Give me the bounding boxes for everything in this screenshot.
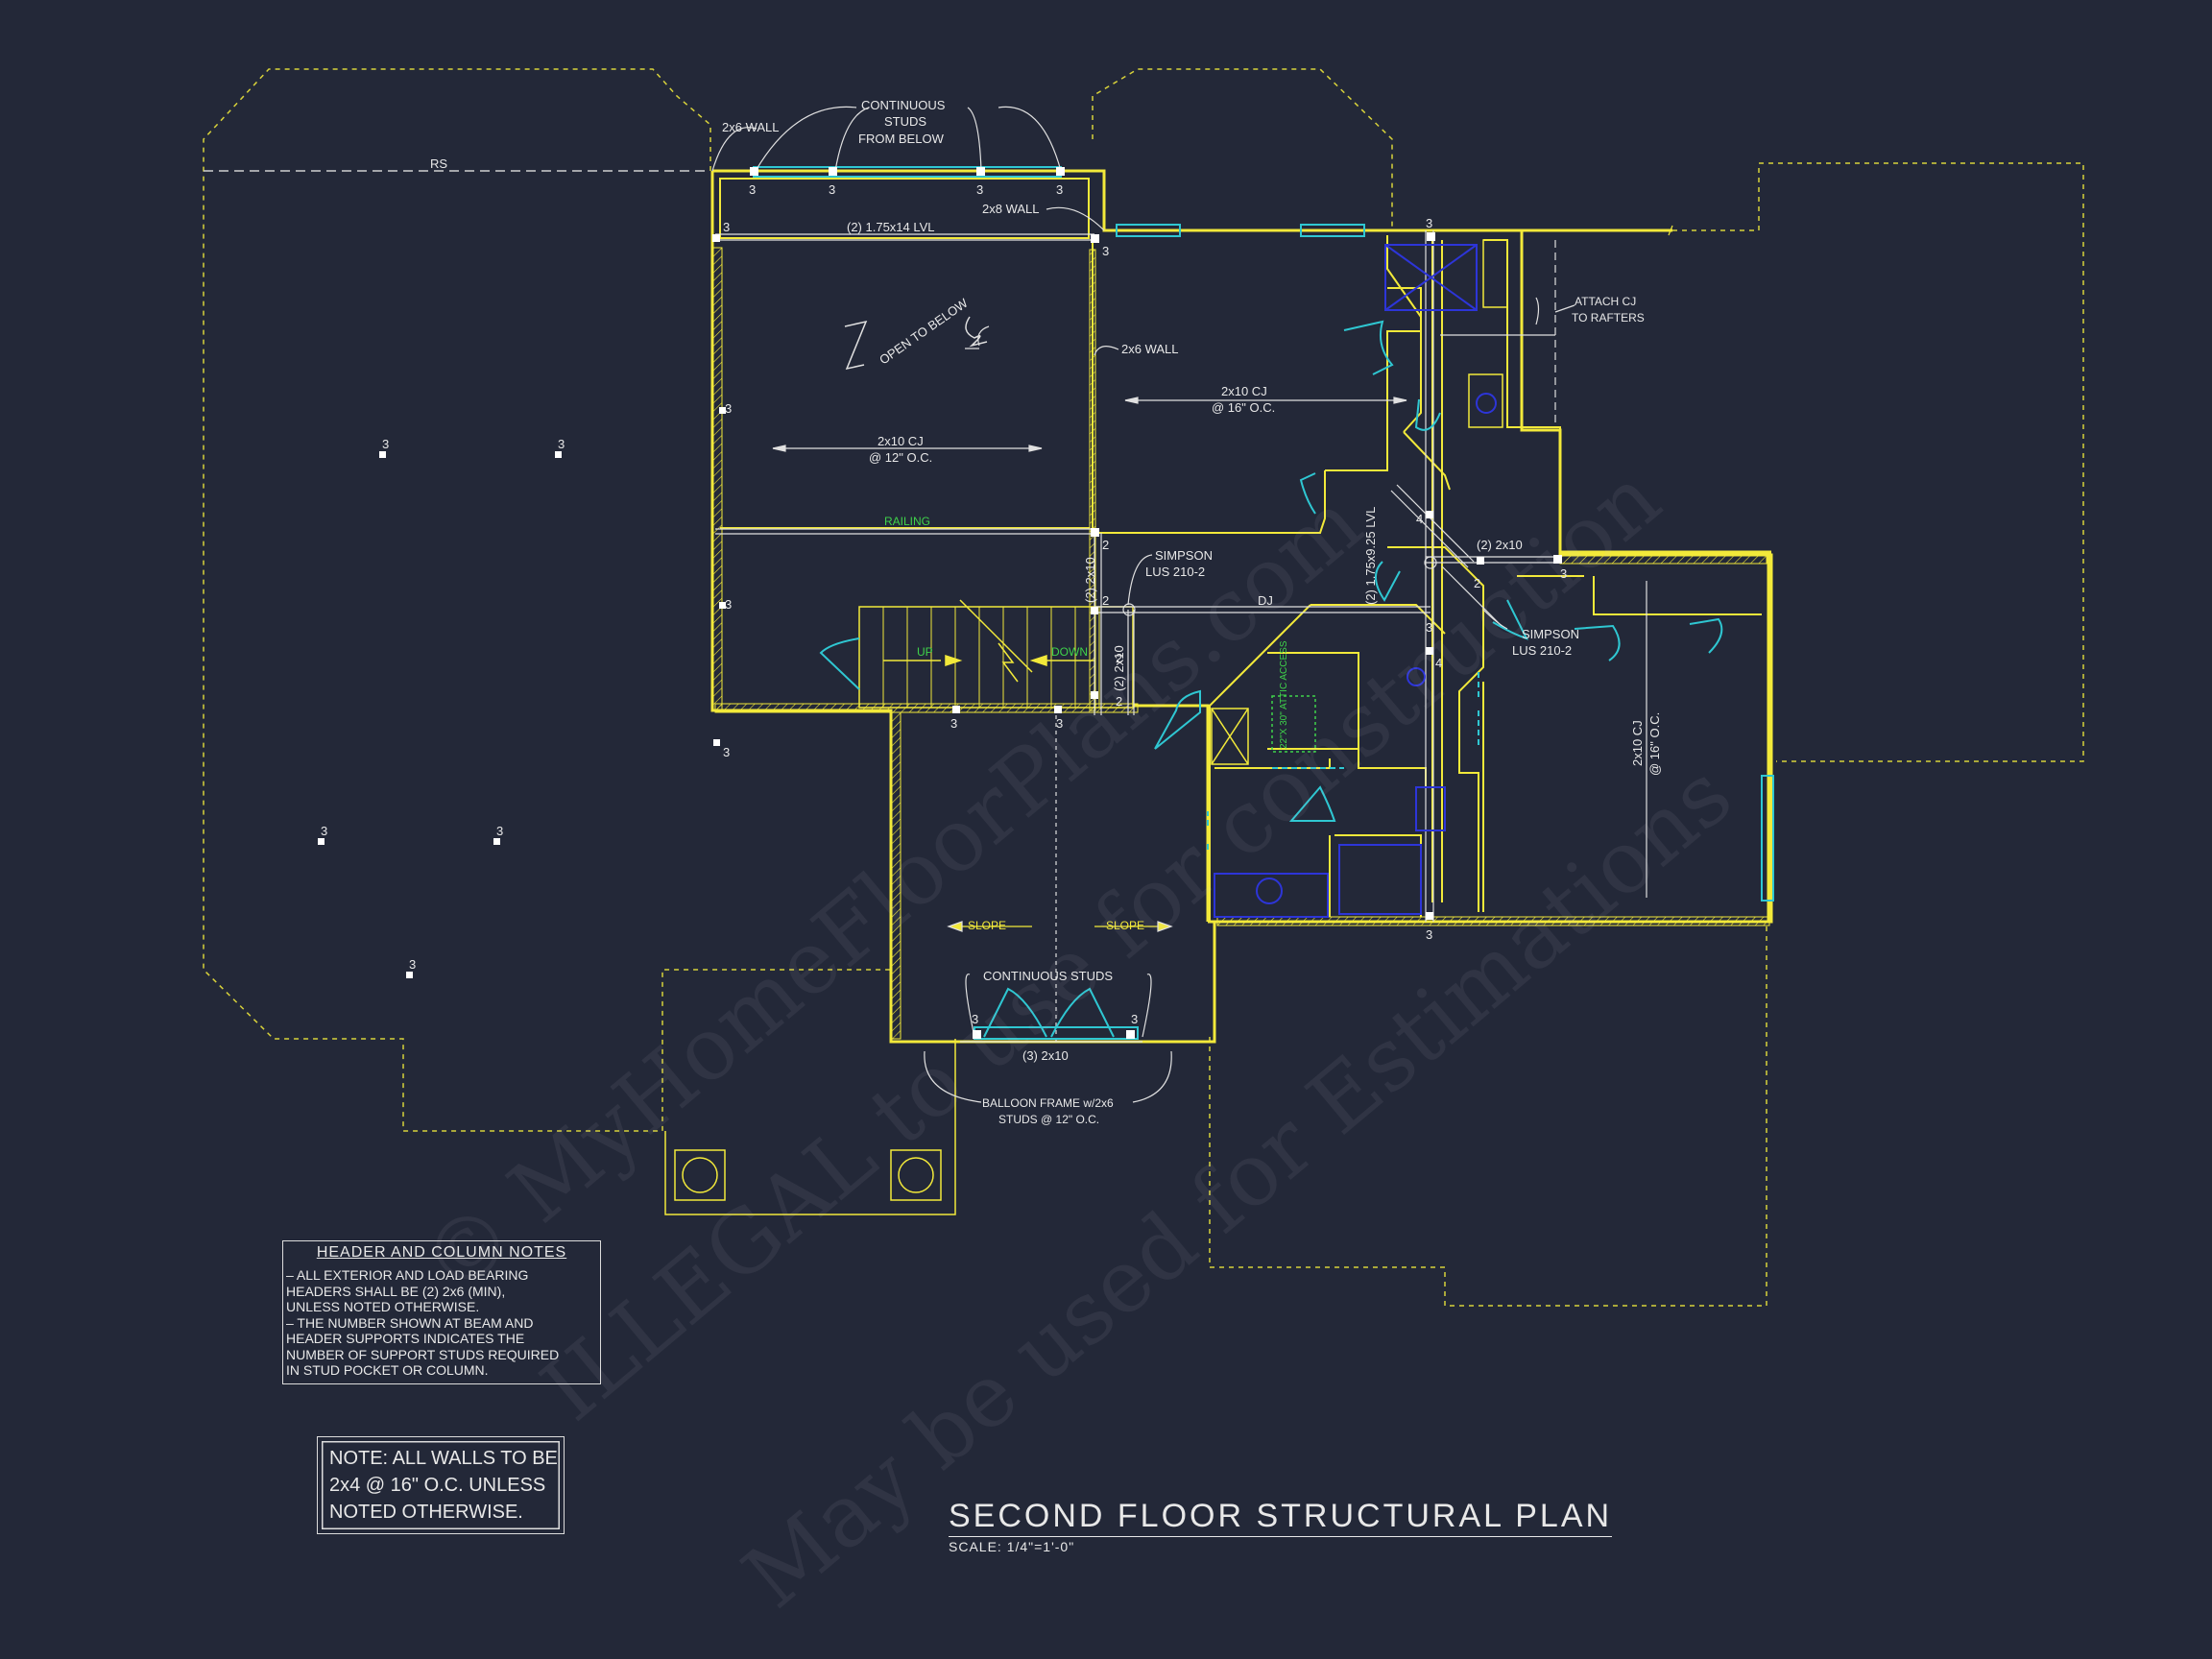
wall-note-line: NOTE: ALL WALLS TO BE [329,1448,558,1469]
notes-line: – ALL EXTERIOR AND LOAD BEARING [286,1267,529,1283]
wall-note: 2x6 WALL [722,120,780,134]
joist-label: @ 16" O.C. [1647,712,1662,776]
leaders [711,106,1540,1103]
simpson-label: LUS 210-2 [1145,565,1205,579]
stud-count: 2 [1102,593,1109,608]
drawing-scale: SCALE: 1/4"=1'-0" [949,1539,1075,1554]
hanger-circle [1122,603,1136,616]
stud-count: 3 [723,220,730,234]
stud-count: 2 [1102,538,1109,552]
stud-count: 3 [950,716,957,731]
notes-line: HEADERS SHALL BE (2) 2x6 (MIN), [286,1283,506,1299]
stud-count: 3 [409,957,416,972]
railing-label: RAILING [884,515,930,528]
open-to-below-mark [844,316,988,371]
plumbing-fixtures [1214,244,1497,918]
drawing-title-block: SECOND FLOOR STRUCTURAL PLAN SCALE: 1/4"… [949,1498,1613,1554]
header-label: (3) 2x10 [1022,1048,1069,1063]
joist-label: @ 12" O.C. [869,450,932,465]
wall-note: 2x6 WALL [1121,342,1179,356]
stud-count: 3 [749,182,756,197]
stud-count: 3 [976,182,983,197]
roof-outline-dashed [203,68,2084,1307]
notes-line: – THE NUMBER SHOWN AT BEAM AND [286,1314,534,1331]
studs-note: CONTINUOUS STUDS [983,969,1113,983]
stud-count: 4 [1416,512,1423,526]
simpson-label: LUS 210-2 [1512,643,1572,658]
stud-count: 3 [1102,244,1109,258]
simpson-label: SIMPSON [1155,548,1213,563]
stud-count: 3 [496,824,503,838]
hanger-circle [1424,556,1437,569]
studs-note: STUDS [884,114,926,129]
stud-count: 2 [1116,651,1122,665]
doors [819,320,1723,1038]
stud-count: 3 [829,182,835,197]
stud-count: 3 [1131,1012,1138,1026]
notes-line: NUMBER OF SUPPORT STUDS REQUIRED [286,1346,560,1362]
stud-count: 3 [558,437,565,451]
header-label: (2) 2x10 [1083,557,1097,603]
stair [858,599,1134,709]
header-label: (2) 2x10 [1477,538,1523,552]
drawing-title: SECOND FLOOR STRUCTURAL PLAN [949,1498,1613,1537]
stud-count: 3 [1560,566,1567,581]
notes-title: HEADER AND COLUMN NOTES [316,1244,567,1261]
beams [715,230,1560,1043]
notes-line: IN STUD POCKET OR COLUMN. [286,1362,489,1378]
slope-label: SLOPE [968,919,1006,932]
stud-count: 2 [1116,694,1122,709]
notes-line: UNLESS NOTED OTHERWISE. [286,1299,480,1314]
balloon-frame-note: STUDS @ 12" O.C. [998,1113,1099,1126]
studs-note: CONTINUOUS [861,98,946,112]
stud-count: 3 [321,824,327,838]
stud-count: 3 [382,437,389,451]
beam-label: (2) 1.75x14 LVL [847,220,935,234]
notes-line: HEADER SUPPORTS INDICATES THE [286,1331,525,1346]
balloon-frame-note: BALLOON FRAME w/2x6 [982,1096,1114,1110]
stud-posts [318,167,1562,1039]
wall-note: 2x8 WALL [982,202,1040,216]
joist-lines [772,225,1673,932]
studs-note: FROM BELOW [858,132,945,146]
stud-count: 3 [1426,927,1432,942]
joist-label: 2x10 CJ [1630,720,1645,766]
stud-count: 3 [972,1012,978,1026]
header-label: (2) 2x10 [1112,645,1126,691]
ridge-label: RS [430,156,447,171]
stud-count: 3 [1426,216,1432,230]
joist-label: 2x10 CJ [878,434,924,448]
stud-count-labels: 3 3 3 3 3 3 3 3 3 3 3 3 3 3 3 3 3 3 3 3 … [321,182,1567,1026]
stair-down-label: DOWN [1051,645,1088,659]
stair-up-label: UP [917,645,933,659]
wall-note-box: NOTE: ALL WALLS TO BE 2x4 @ 16" O.C. UNL… [317,1436,565,1534]
beam-label: (2) 1.75x9.25 LVL [1363,507,1378,605]
slope-label: SLOPE [1106,919,1144,932]
stud-count: 2 [1474,576,1480,590]
attach-note: TO RAFTERS [1572,311,1645,325]
simpson-label: SIMPSON [1522,627,1579,641]
stud-count: 3 [1056,182,1063,197]
stud-count: 3 [1056,716,1063,731]
header-column-notes: HEADER AND COLUMN NOTES – ALL EXTERIOR A… [282,1240,601,1384]
attic-access-label: 22"X 30" ATTIC ACCESS [1279,640,1289,749]
closet-fixtures [1211,239,1508,765]
attach-note: ATTACH CJ [1575,295,1636,308]
stud-count: 3 [723,745,730,759]
open-to-below-label: OPEN TO BELOW [877,295,971,367]
wall-note-line: 2x4 @ 16" O.C. UNLESS [329,1475,546,1496]
wall-note-line: NOTED OTHERWISE. [329,1502,523,1523]
stud-count: 3 [725,597,732,612]
joist-label: @ 16" O.C. [1212,400,1275,415]
joist-label: 2x10 CJ [1221,384,1267,398]
front-porch [664,1039,956,1215]
stud-count: 4 [1435,656,1442,670]
stud-count: 3 [1426,620,1432,635]
stud-count: 3 [725,401,732,416]
dj-label: DJ [1258,593,1273,608]
